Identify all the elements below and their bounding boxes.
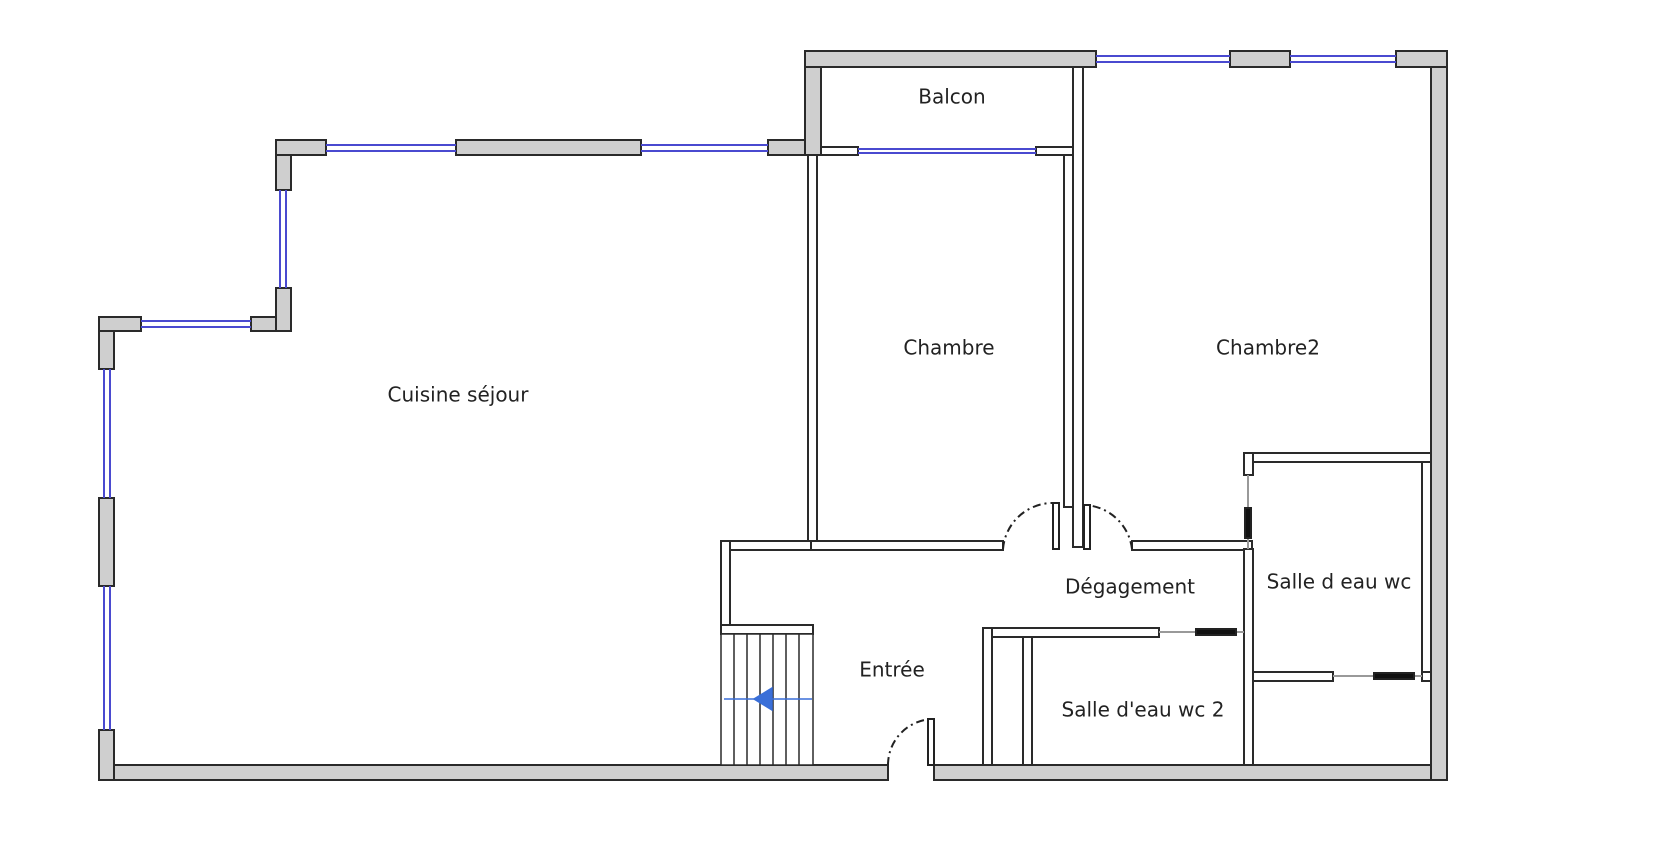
wall-corner-c (275, 139, 327, 156)
room-label-chambre2: Chambre2 (1216, 336, 1320, 360)
wall-balcony-bottom-l (820, 146, 859, 156)
wall-right (1430, 50, 1448, 781)
wall-cuisine-chambre (807, 154, 818, 545)
room-label-entree: Entrée (859, 658, 925, 682)
wall-bottom-left (98, 764, 889, 781)
wall-balcony-bottom-r (1035, 146, 1077, 156)
wall-sdewc2-inner (1022, 636, 1033, 766)
room-label-chambre: Chambre (903, 336, 994, 360)
room-label-salle-eau-wc-2: Salle d'eau wc 2 (1062, 698, 1225, 722)
wall-corner-a (98, 316, 142, 332)
stairs (720, 633, 814, 766)
wall-sdewc2-left (982, 627, 993, 766)
wall-sdewc-top (1243, 452, 1432, 463)
room-label-balcon: Balcon (918, 85, 985, 109)
wall-stair-top (720, 624, 814, 635)
room-label-degagement: Dégagement (1065, 575, 1195, 599)
wall-top-right (767, 139, 809, 156)
wall-left-mid (98, 497, 115, 587)
door-chambre-leaf (1052, 502, 1060, 550)
door-sdewc2-slide-leaf (1195, 628, 1237, 636)
exterior-walls (98, 50, 1448, 781)
door-chambre-swing (1002, 501, 1054, 550)
windows (103, 55, 1396, 730)
wall-bottom-right (933, 764, 1448, 781)
door-entree-swing (887, 718, 935, 766)
wall-top-r2 (1395, 50, 1448, 68)
door-wc-slide-leaf (1373, 672, 1415, 680)
room-labels: Cuisine séjour Balcon Chambre Chambre2 D… (388, 85, 1412, 722)
wall-sdewc-bottom-r (1421, 671, 1432, 682)
wall-chambre-right (1063, 154, 1074, 508)
door-chambre2-swing (1083, 504, 1133, 550)
wall-top-r1 (1229, 50, 1291, 68)
wall-top-mid (455, 139, 642, 156)
wall-degagement-left (720, 540, 812, 551)
door-entree-leaf (927, 718, 935, 766)
room-label-cuisine-sejour: Cuisine séjour (388, 383, 530, 407)
wall-step-v (275, 287, 292, 332)
room-label-salle-eau-wc: Salle d eau wc (1267, 570, 1412, 594)
doors (887, 475, 1422, 766)
wall-sdewc-left (1243, 548, 1254, 766)
door-chambre2-leaf (1083, 504, 1091, 550)
interior-walls (720, 66, 1432, 766)
wall-degagement-leftv (720, 540, 731, 635)
wall-sdewc-top-stub (1243, 452, 1254, 476)
door-sdewc-slide-v-leaf (1244, 507, 1252, 539)
wall-degagement-top-r (1131, 540, 1253, 551)
wall-left-bottom (98, 729, 115, 781)
wall-balcony-top (804, 50, 1097, 68)
wall-chambres-sep (1072, 66, 1084, 548)
wall-sdewc2-top (982, 627, 1160, 638)
wall-chambre-bottom (807, 540, 1004, 551)
wall-sdewc-bottom-l (1252, 671, 1334, 682)
wall-sdewc-inner-right (1421, 461, 1432, 673)
stair-arrow-head (752, 686, 773, 712)
